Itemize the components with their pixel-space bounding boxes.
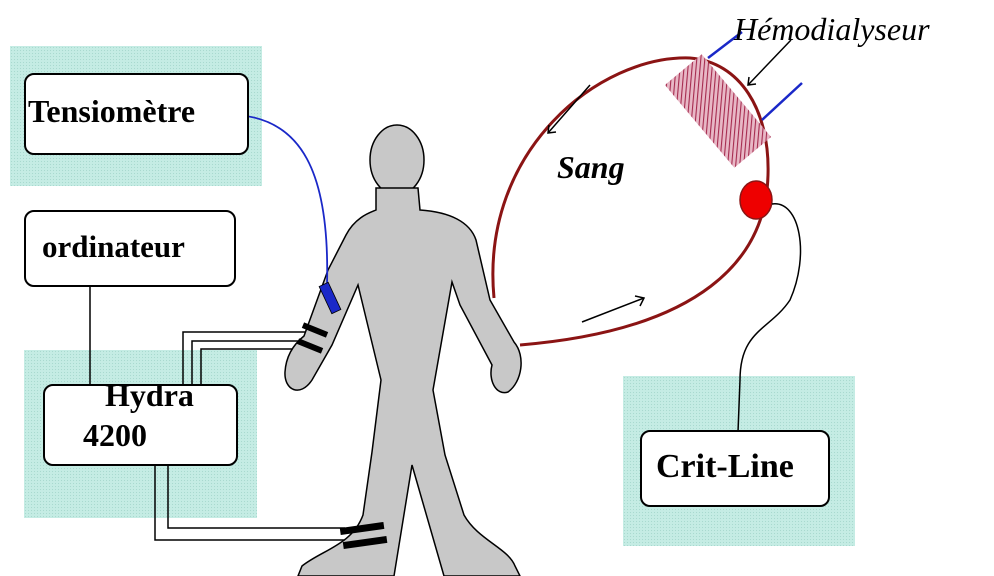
tensiometre-box: Tensiomètre	[24, 73, 249, 155]
ordinateur-label: ordinateur	[42, 229, 185, 264]
hydra-label-line1: Hydra	[105, 377, 194, 413]
critline-label: Crit-Line	[656, 448, 794, 485]
wrist-electrode-wire-inner2	[200, 348, 315, 387]
dialyzer-port-bottom	[761, 82, 803, 121]
ankle-electrode-wire-outer	[154, 465, 345, 541]
hemodialyzer-cartridge	[664, 54, 772, 168]
wrist-electrode-band-2	[296, 338, 324, 354]
flow-arrow-return	[547, 84, 591, 134]
tensiometre-cable	[237, 114, 329, 286]
flow-arrow-into-dialyzer	[747, 39, 792, 86]
hemodialyseur-label: Hémodialyseur	[733, 11, 930, 47]
blood-pressure-cuff	[318, 281, 342, 315]
blood-circuit-line	[491, 56, 770, 347]
wrist-electrode-wire-outer	[182, 331, 318, 387]
critline-box: Crit-Line	[640, 430, 830, 507]
hydra-4200-box: Hydra 4200	[43, 377, 238, 466]
sang-label: Sang	[557, 149, 625, 185]
critline-cable	[737, 203, 802, 433]
wrist-electrode-band	[301, 322, 329, 338]
wrist-electrode-wire-inner	[191, 340, 318, 387]
ankle-electrode-wire-inner	[167, 465, 345, 529]
hydra-label-line2: 4200	[83, 417, 147, 453]
dialyzer-port-top	[707, 31, 743, 59]
ankle-electrode-band-2	[342, 535, 388, 550]
critline-blood-chamber	[739, 180, 773, 220]
flow-arrow-out	[581, 295, 646, 323]
ordinateur-box: ordinateur	[24, 210, 236, 287]
ankle-electrode-band	[339, 521, 385, 536]
patient-silhouette	[284, 124, 522, 576]
tensiometre-label: Tensiomètre	[28, 93, 196, 129]
